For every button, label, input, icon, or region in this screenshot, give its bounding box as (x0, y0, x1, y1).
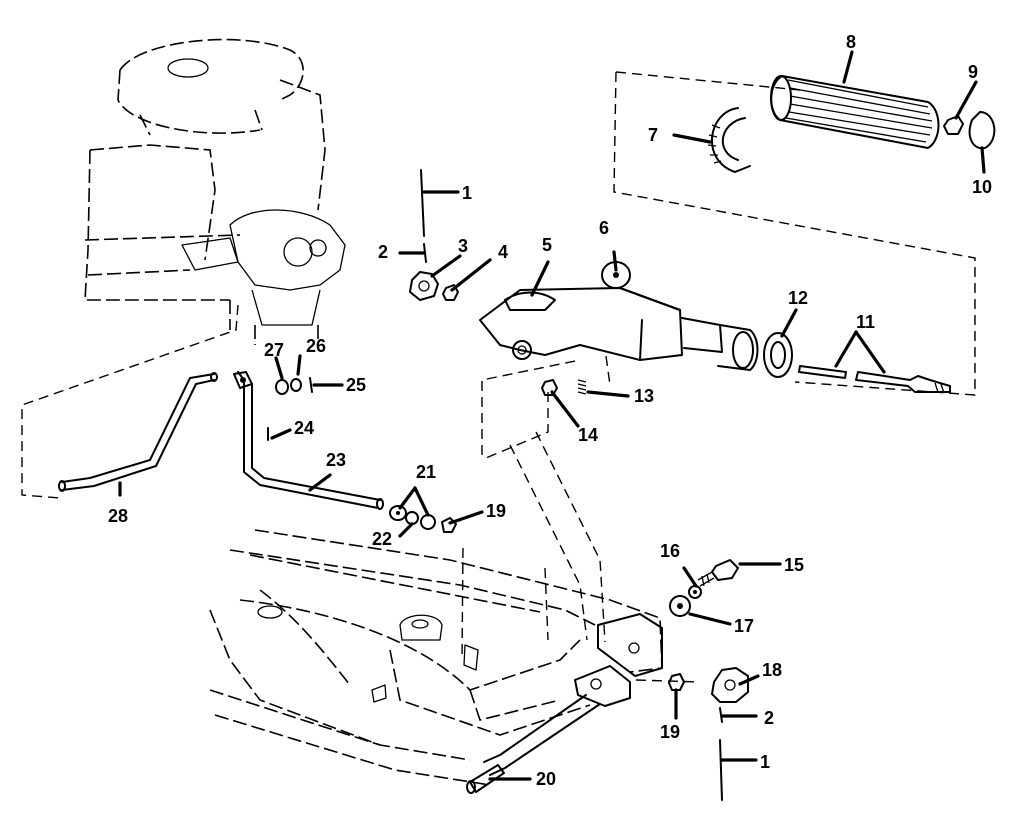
choke-rod (58, 372, 218, 492)
callout-2-bottom: 2 (764, 708, 774, 728)
callout-7: 7 (648, 125, 658, 145)
grip (770, 75, 940, 149)
callout-16: 16 (660, 541, 680, 561)
callout-12: 12 (788, 288, 808, 308)
callout-24: 24 (294, 418, 314, 438)
callout-5: 5 (542, 235, 552, 255)
callout-27: 27 (264, 340, 284, 360)
callout-15: 15 (784, 555, 804, 575)
end-cap (968, 111, 996, 150)
callout-4: 4 (498, 242, 508, 262)
left-bracket-phantom (21, 304, 239, 499)
throttle-rod (233, 371, 384, 510)
callout-20: 20 (536, 769, 556, 789)
callout-14: 14 (578, 425, 598, 445)
callout-22: 22 (372, 529, 392, 549)
callout-8: 8 (846, 32, 856, 52)
callout-6: 6 (599, 218, 609, 238)
callout-10: 10 (972, 177, 992, 197)
callout-13: 13 (634, 386, 654, 406)
callout-2-top: 2 (378, 242, 388, 262)
leader-lines (118, 50, 986, 781)
callout-25: 25 (346, 375, 366, 395)
callout-1-bottom: 1 (760, 752, 770, 772)
lower-frame (209, 529, 663, 786)
hardware-small (409, 169, 587, 396)
grip-nut (943, 115, 964, 135)
engine-outline (84, 38, 346, 345)
callout-21: 21 (416, 462, 436, 482)
callout-9: 9 (968, 62, 978, 82)
tiller-housing (479, 287, 759, 371)
lower-phantom-lines (461, 547, 701, 683)
callout-28: 28 (108, 506, 128, 526)
rod-hardware (267, 377, 457, 533)
pivot-pin (466, 764, 505, 794)
clip-ring (707, 107, 751, 173)
callout-1-top: 1 (462, 183, 472, 203)
pivot-hardware (668, 559, 749, 801)
callout-3: 3 (458, 236, 468, 256)
callout-26: 26 (306, 336, 326, 356)
callout-23: 23 (326, 450, 346, 470)
throttle-shaft (798, 365, 951, 394)
callout-18: 18 (762, 660, 782, 680)
callout-11: 11 (856, 312, 875, 332)
arm-phantom (481, 355, 611, 643)
callout-17: 17 (734, 616, 754, 636)
callout-19-left: 19 (486, 501, 506, 521)
thrust-ring (763, 332, 793, 378)
grip-assembly-frame (613, 71, 976, 396)
callout-numbers: 1 2 3 4 5 6 7 8 9 10 11 12 13 14 15 16 1… (108, 32, 992, 789)
callout-19-right: 19 (660, 722, 680, 742)
